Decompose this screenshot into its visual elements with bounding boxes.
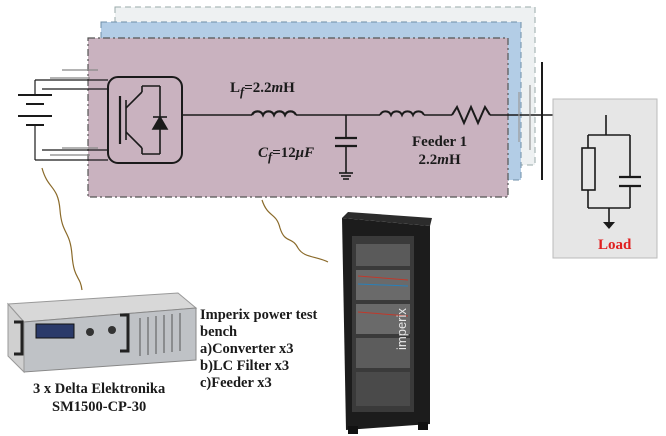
load-label: Load	[598, 237, 632, 253]
lf-unit-h: H	[283, 80, 295, 96]
cf-subscript: f	[268, 150, 273, 164]
bench-description: Imperix power test bench a)Converter x3 …	[200, 307, 317, 392]
bench-line: Imperix power test	[200, 307, 318, 323]
feeder-value-line: 2.2mH	[412, 151, 467, 169]
supply-line: SM1500-CP-30	[52, 399, 147, 415]
feeder-unit-h: H	[448, 152, 461, 168]
imperix-cabinet-image	[342, 212, 432, 434]
supply-description: 3 x Delta Elektronika SM1500-CP-30	[33, 380, 165, 416]
load-icon	[552, 98, 658, 259]
lf-subscript: f	[240, 85, 245, 99]
bench-line: bench	[200, 324, 238, 340]
cf-unit: μF	[295, 145, 315, 161]
power-supply-image	[6, 292, 198, 374]
cabinet-brand-logo: imperix	[394, 308, 409, 350]
lf-symbol: L	[230, 80, 241, 96]
feeder-unit-m: m	[437, 152, 449, 168]
feeder-value: 2.2	[418, 152, 438, 168]
lf-unit-m: m	[271, 80, 284, 96]
feeder-label: Feeder 1 2.2mH	[412, 133, 467, 169]
inductor-lf-label: Lf=2.2mH	[230, 80, 295, 100]
lf-value: =2.2	[244, 80, 272, 96]
feeder-icon	[379, 104, 542, 126]
cf-value: =12	[272, 145, 296, 161]
battery-icon	[18, 69, 108, 161]
capacitor-cf-label: Cf=12μF	[258, 145, 314, 165]
bench-line: b)LC Filter x3	[200, 358, 290, 374]
supply-line: 3 x Delta Elektronika	[33, 381, 166, 397]
cf-symbol: C	[258, 145, 269, 161]
feeder-name: Feeder 1	[412, 134, 468, 150]
converter-icon	[107, 76, 183, 164]
filter-circuit	[182, 110, 380, 180]
bench-line: c)Feeder x3	[200, 375, 272, 391]
bench-line: a)Converter x3	[200, 341, 294, 357]
link-squiggle-supply	[41, 167, 83, 291]
link-squiggle-bench	[261, 199, 329, 263]
